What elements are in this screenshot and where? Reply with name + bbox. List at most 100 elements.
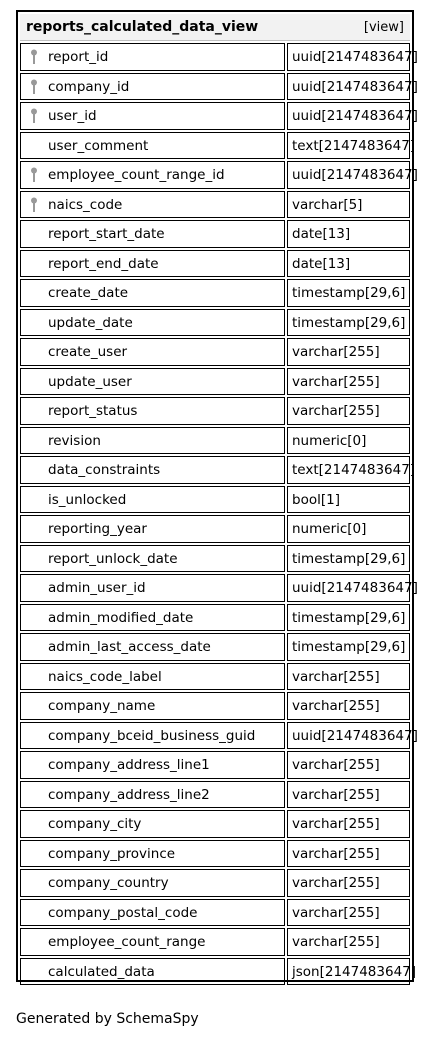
- column-list: report_id uuid[2147483647] company_id uuid[…: [20, 43, 418, 985]
- column-name: admin_user_id: [48, 580, 146, 596]
- key-icon: [31, 197, 37, 212]
- column-name: company_postal_code: [48, 904, 198, 921]
- column-type: bool[1]: [292, 491, 340, 508]
- column-type-cell: varchar[255]: [287, 898, 410, 926]
- column-type-cell: timestamp[29,6]: [287, 633, 410, 661]
- column-row: update_user varchar[255]: [20, 367, 410, 395]
- column-name-cell: update_date: [20, 308, 285, 336]
- column-type: varchar[255]: [292, 904, 380, 921]
- column-type: varchar[255]: [292, 373, 380, 390]
- column-row: create_user varchar[255]: [20, 338, 410, 366]
- column-type: varchar[255]: [292, 344, 380, 360]
- column-type: uuid[2147483647]: [292, 78, 418, 95]
- column-type-cell: varchar[255]: [287, 751, 410, 779]
- column-name-cell: calculated_data: [20, 957, 285, 985]
- column-name: company_city: [48, 816, 142, 832]
- column-name-cell: company_bceid_business_guid: [20, 721, 285, 749]
- column-name: company_name: [48, 698, 156, 714]
- column-name: company_province: [48, 845, 176, 862]
- column-name: company_country: [48, 875, 169, 891]
- column-type: numeric[0]: [292, 521, 367, 537]
- column-type: timestamp[29,6]: [292, 550, 406, 567]
- column-type: timestamp[29,6]: [292, 639, 406, 655]
- column-type-cell: numeric[0]: [287, 426, 410, 454]
- column-name: admin_last_access_date: [48, 639, 211, 655]
- column-type-cell: bool[1]: [287, 485, 410, 513]
- table-name[interactable]: reports_calculated_data_view: [26, 19, 259, 35]
- column-type: json[2147483647]: [292, 963, 417, 980]
- column-type-cell: text[2147483647]: [287, 456, 415, 484]
- column-name-cell: revision: [20, 426, 285, 454]
- column-name-cell: report_id: [20, 43, 285, 71]
- column-row: data_constraints text[2147483647]: [20, 456, 415, 484]
- column-name-cell: employee_count_range_id: [20, 161, 285, 189]
- key-icon: [31, 167, 37, 182]
- column-row: calculated_data json[2147483647]: [20, 957, 416, 985]
- column-name-cell: company_city: [20, 810, 285, 838]
- key-icon: [31, 79, 37, 94]
- column-name: report_start_date: [48, 226, 165, 242]
- column-type: date[13]: [292, 226, 351, 242]
- column-type-cell: uuid[2147483647]: [287, 43, 418, 71]
- column-type: timestamp[29,6]: [292, 609, 406, 626]
- column-type-cell: uuid[2147483647]: [287, 721, 418, 749]
- column-name-cell: admin_modified_date: [20, 603, 285, 631]
- column-type-cell: varchar[255]: [287, 662, 410, 690]
- column-type-cell: varchar[255]: [287, 780, 410, 808]
- column-name: calculated_data: [48, 963, 155, 980]
- column-name: employee_count_range_id: [48, 167, 225, 183]
- column-type-cell: uuid[2147483647]: [287, 102, 418, 130]
- column-type: timestamp[29,6]: [292, 285, 406, 301]
- column-name: update_user: [48, 373, 132, 390]
- column-type: varchar[255]: [292, 934, 380, 950]
- column-name: employee_count_range: [48, 934, 206, 950]
- column-type: uuid[2147483647]: [292, 167, 418, 183]
- column-type: uuid[2147483647]: [292, 108, 418, 124]
- column-type-cell: numeric[0]: [287, 515, 410, 543]
- column-type: varchar[255]: [292, 786, 380, 803]
- column-name-cell: naics_code_label: [20, 662, 285, 690]
- column-name: is_unlocked: [48, 491, 127, 508]
- column-type-cell: json[2147483647]: [287, 957, 416, 985]
- column-type: varchar[255]: [292, 845, 380, 862]
- table-type-label: [view]: [363, 20, 404, 35]
- column-type-cell: varchar[255]: [287, 810, 410, 838]
- column-type: numeric[0]: [292, 432, 367, 449]
- column-name-cell: report_unlock_date: [20, 544, 285, 572]
- column-name-cell: create_user: [20, 338, 285, 366]
- column-name: report_id: [48, 49, 109, 65]
- column-name: naics_code_label: [48, 668, 162, 685]
- column-type-cell: varchar[255]: [287, 397, 410, 425]
- column-name: update_date: [48, 314, 133, 331]
- column-name: data_constraints: [48, 462, 161, 478]
- column-row: report_start_date date[13]: [20, 220, 410, 248]
- column-type-cell: date[13]: [287, 249, 410, 277]
- column-name: company_address_line2: [48, 786, 210, 803]
- column-type-cell: varchar[255]: [287, 869, 410, 897]
- table-header: reports_calculated_data_view [view]: [20, 14, 410, 41]
- column-type: varchar[5]: [292, 196, 363, 213]
- column-name: report_end_date: [48, 255, 159, 272]
- column-type: varchar[255]: [292, 403, 380, 419]
- column-name-cell: company_address_line1: [20, 751, 285, 779]
- column-row: admin_user_id uuid[2147483647]: [20, 574, 418, 602]
- column-name: reporting_year: [48, 521, 147, 537]
- column-name-cell: user_comment: [20, 131, 285, 159]
- column-type: varchar[255]: [292, 875, 380, 891]
- column-row: admin_last_access_date timestamp[29,6]: [20, 633, 410, 661]
- column-type-cell: uuid[2147483647]: [287, 72, 418, 100]
- column-type-cell: varchar[5]: [287, 190, 410, 218]
- column-row: revision numeric[0]: [20, 426, 410, 454]
- column-name: report_unlock_date: [48, 550, 178, 567]
- column-name-cell: user_id: [20, 102, 285, 130]
- column-name-cell: report_end_date: [20, 249, 285, 277]
- column-name-cell: company_country: [20, 869, 285, 897]
- column-name: company_id: [48, 78, 130, 95]
- column-type: uuid[2147483647]: [292, 580, 418, 596]
- column-name-cell: admin_user_id: [20, 574, 285, 602]
- column-row: report_unlock_date timestamp[29,6]: [20, 544, 410, 572]
- column-row: naics_code_label varchar[255]: [20, 662, 410, 690]
- column-name-cell: create_date: [20, 279, 285, 307]
